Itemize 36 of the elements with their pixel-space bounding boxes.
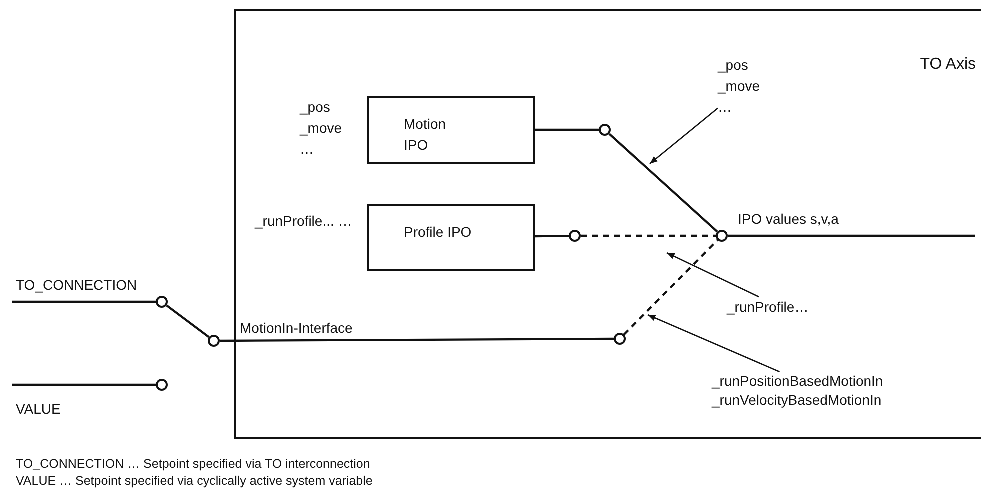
- annotation-text: _runProfile…: [727, 298, 810, 317]
- box-label: Profile IPO: [404, 223, 473, 242]
- block-frame: [234, 9, 981, 439]
- process-box: [367, 96, 535, 164]
- signal-line: [12, 300, 156, 304]
- signal-label: _pos _move …: [300, 98, 344, 159]
- leader-arrow: [650, 108, 718, 164]
- contact-circle: [156, 296, 168, 308]
- annotation-text: _pos _move …: [718, 56, 762, 117]
- contact-circle: [599, 124, 611, 136]
- contact-circle: [716, 230, 728, 242]
- contact-circle: [614, 333, 626, 345]
- signal-line: [535, 128, 599, 132]
- signal-label: IPO values s,v,a: [738, 210, 840, 229]
- box-label: Motion IPO: [404, 115, 448, 155]
- signal-label: _runProfile... …: [255, 212, 354, 231]
- footnote-text: VALUE … Setpoint specified via cyclically active system variable: [16, 473, 373, 490]
- signal-line: [12, 384, 156, 386]
- process-box: [367, 204, 535, 271]
- contact-circle: [569, 230, 581, 242]
- footnote-text: TO_CONNECTION … Setpoint specified via TO interconnection: [16, 456, 370, 473]
- signal-line: [166, 304, 210, 338]
- footnote-text: VALUE: [16, 401, 61, 418]
- contact-circle: [208, 335, 220, 347]
- leader-arrow: [648, 314, 780, 373]
- block-title: TO Axis: [919, 55, 976, 75]
- signal-line: [623, 239, 719, 336]
- contact-circle: [156, 379, 168, 391]
- signal-line: [608, 133, 718, 233]
- signal-label: TO_CONNECTION: [16, 276, 138, 295]
- annotation-text: _runPositionBasedMotionIn _runVelocityBasedMotionIn: [712, 372, 884, 410]
- signal-line: [728, 234, 975, 238]
- signal-line: [220, 338, 614, 342]
- leader-arrow: [666, 252, 760, 298]
- signal-line: [581, 234, 716, 238]
- signal-line: [534, 234, 570, 238]
